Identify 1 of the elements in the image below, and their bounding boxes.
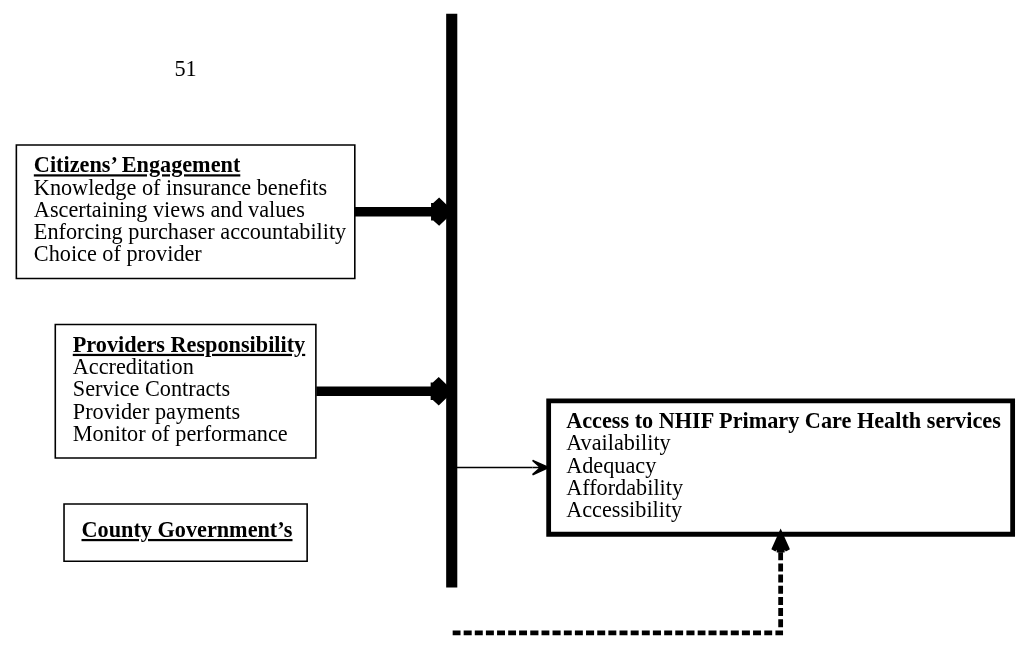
label: 51 bbox=[174, 56, 197, 82]
